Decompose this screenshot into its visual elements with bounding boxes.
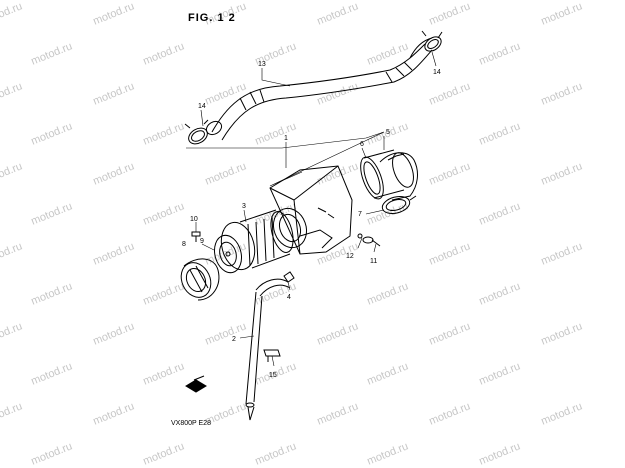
callout-4: 4 (287, 294, 291, 301)
front-arrow-icon (185, 375, 207, 393)
leader-lines (186, 51, 437, 367)
callout-2: 2 (232, 336, 236, 343)
callout-9: 9 (200, 238, 204, 245)
filter-element[interactable] (216, 209, 297, 273)
callout-5: 5 (386, 129, 390, 136)
callout-8: 8 (182, 241, 186, 248)
hose-clip[interactable] (263, 349, 281, 362)
screw[interactable] (191, 231, 201, 242)
callout-13: 13 (258, 61, 266, 68)
callout-12: 12 (346, 253, 354, 260)
filter-plate[interactable] (211, 232, 246, 275)
case-outlet-flange[interactable] (356, 149, 405, 202)
callout-14-upper: 14 (433, 69, 441, 76)
callout-1: 1 (284, 135, 288, 142)
model-code: VX800P E28 (171, 420, 211, 427)
callout-7: 7 (358, 211, 362, 218)
callout-14-lower: 14 (198, 103, 206, 110)
inlet-funnel[interactable] (176, 258, 220, 302)
callout-15: 15 (269, 372, 277, 379)
callout-10: 10 (190, 216, 198, 223)
hose-clamp-upper[interactable] (421, 30, 444, 54)
hose-clamp-lower[interactable] (184, 119, 224, 147)
callout-3: 3 (242, 203, 246, 210)
inlet-hose[interactable] (211, 37, 433, 141)
callout-11: 11 (370, 258, 377, 265)
air-cleaner-case[interactable] (268, 165, 353, 255)
outlet-duct[interactable] (379, 150, 418, 201)
bolt-and-washer[interactable] (357, 233, 381, 247)
drain-hose[interactable] (245, 271, 295, 421)
duct-clamp[interactable] (380, 194, 417, 217)
figure-title: FIG. 1 2 (188, 12, 236, 24)
callout-6: 6 (360, 141, 364, 148)
